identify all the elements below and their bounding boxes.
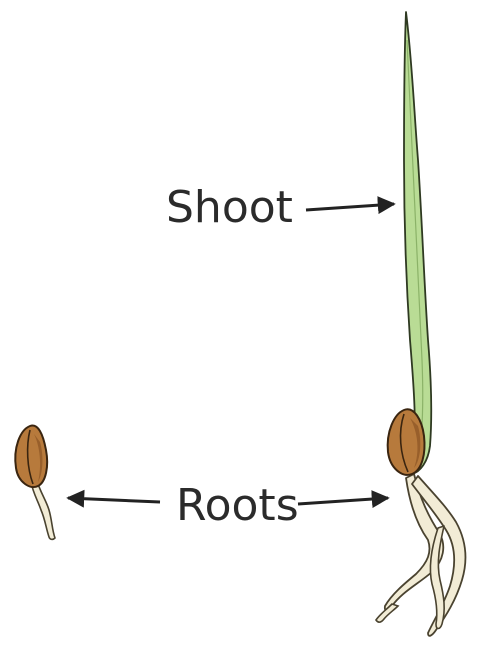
roots-label: Roots — [176, 480, 299, 531]
large-seedling — [376, 12, 465, 636]
shoot-label: Shoot — [166, 182, 293, 233]
roots-arrow-left — [68, 498, 160, 502]
shoot-leaf — [404, 12, 431, 474]
small-seedling — [15, 426, 55, 540]
roots-arrow-right — [298, 498, 388, 504]
shoot-arrow — [306, 204, 394, 210]
